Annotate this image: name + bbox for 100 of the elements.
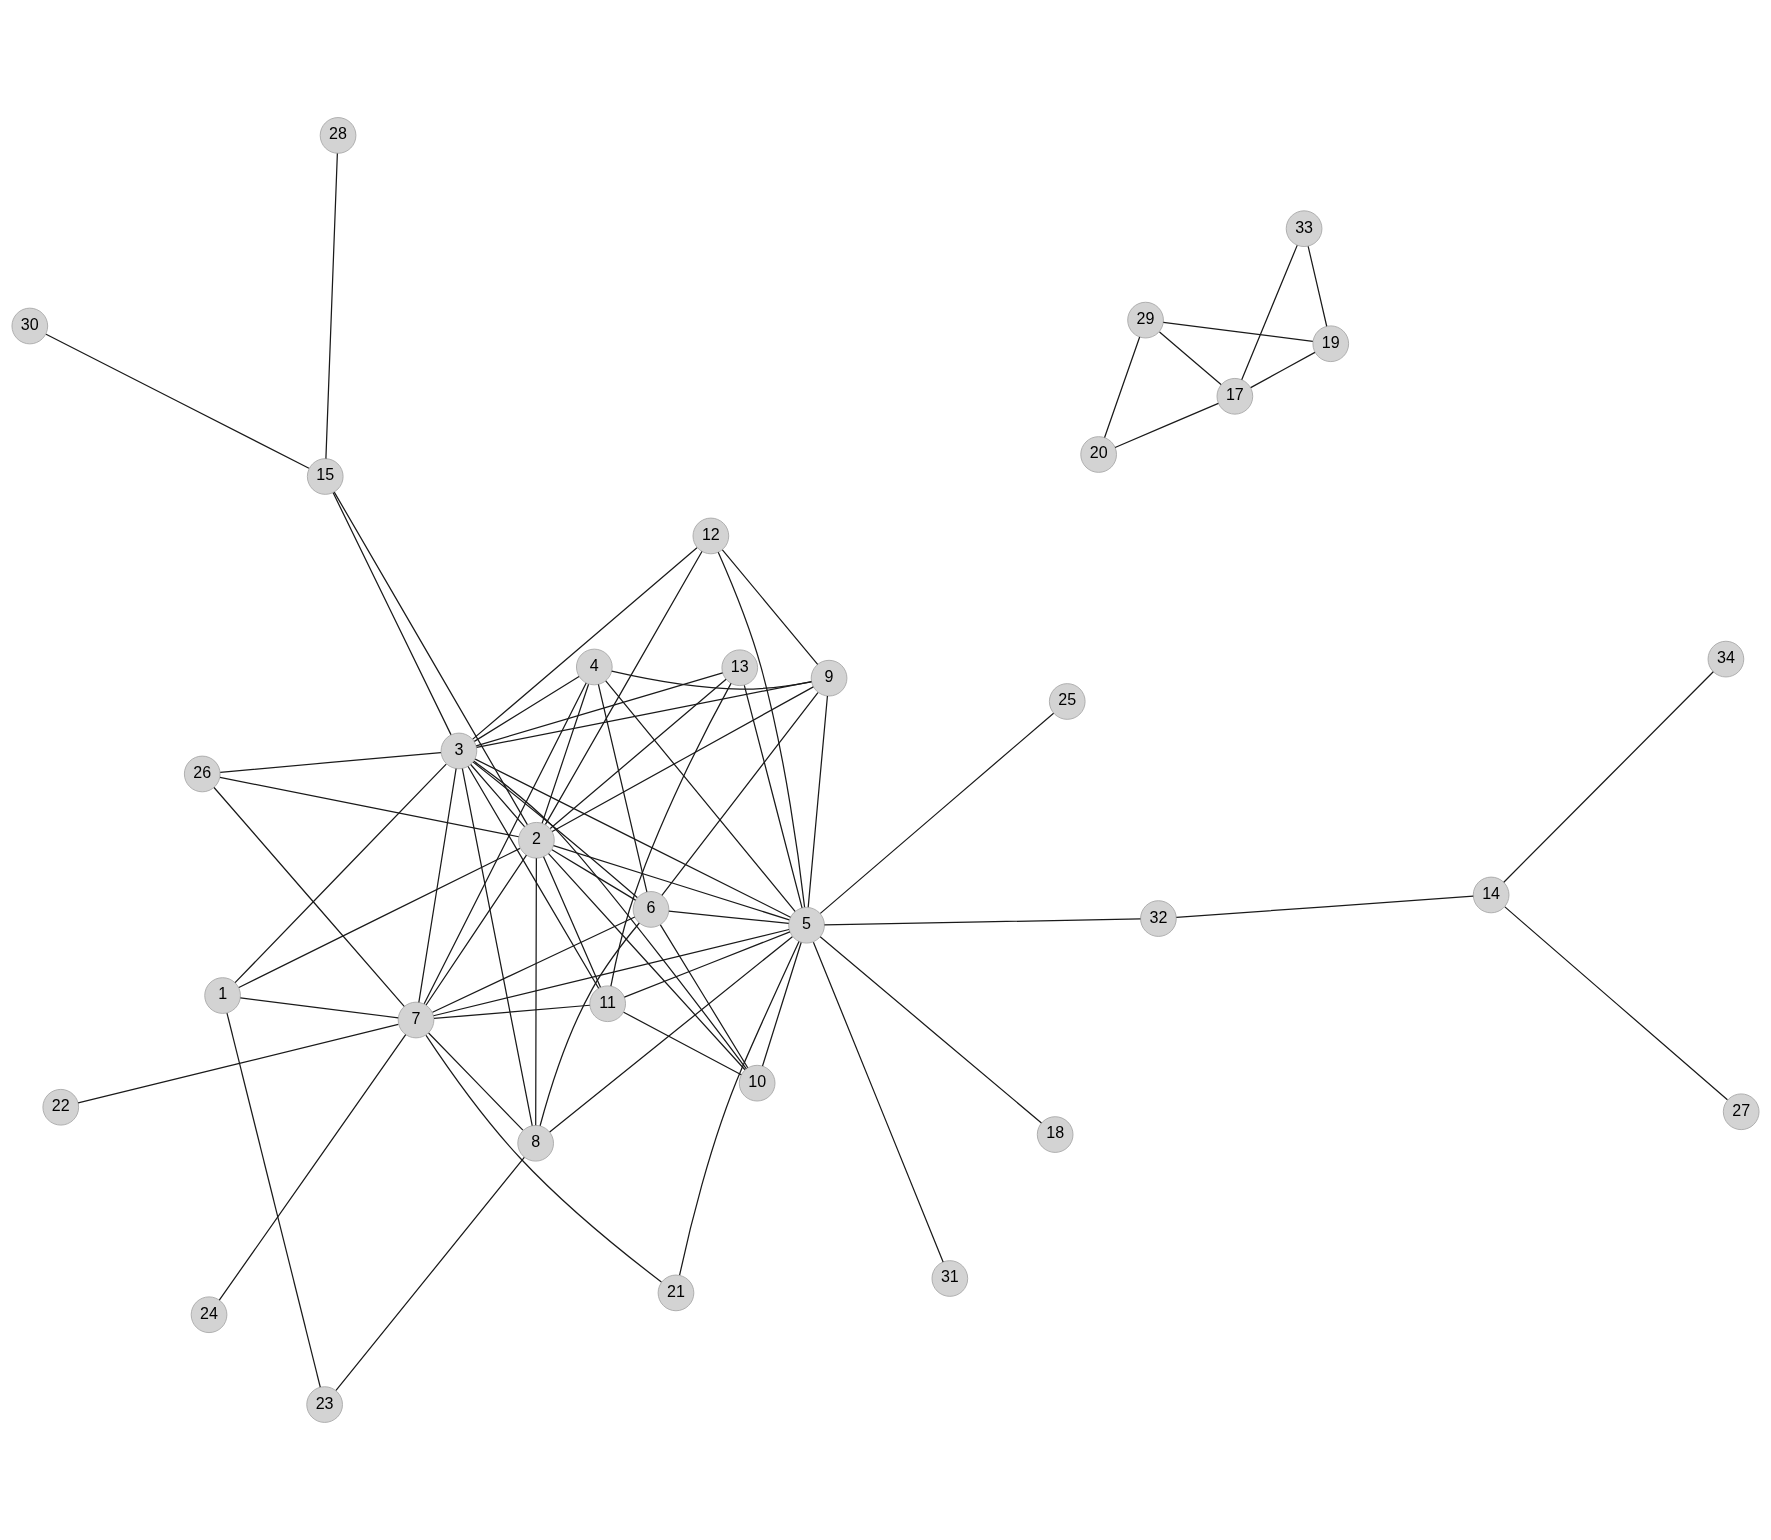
connector [238, 847, 521, 989]
node-circle: 21 [657, 1274, 695, 1312]
node-circle: 19 [1312, 325, 1350, 363]
connector [717, 551, 806, 908]
connector [812, 941, 944, 1263]
node-circle: 2 [518, 821, 555, 859]
connector [552, 845, 790, 921]
connector [427, 1032, 524, 1131]
connector [551, 686, 814, 833]
node-circle: 26 [183, 755, 221, 793]
node-circle: 1 [204, 977, 241, 1014]
connector [611, 670, 812, 690]
connector [544, 550, 703, 826]
connector [819, 712, 1055, 914]
connector [549, 678, 727, 830]
connector [473, 675, 580, 742]
connector [547, 853, 746, 1071]
node-circle: 8 [517, 1124, 554, 1162]
connector [549, 936, 793, 1133]
node-circle: 22 [42, 1088, 80, 1126]
connector [234, 763, 447, 984]
connector [332, 492, 452, 736]
node-circle: 30 [11, 307, 49, 345]
node-circle: 20 [1080, 436, 1117, 473]
connector [1250, 351, 1316, 389]
connector [1503, 671, 1714, 883]
connector [661, 692, 819, 896]
node-circle: 24 [190, 1296, 228, 1334]
connector [433, 1004, 591, 1020]
node-circle: 25 [1048, 683, 1086, 720]
connector [425, 854, 528, 1006]
connector [535, 857, 537, 1126]
node-circle: 23 [306, 1386, 343, 1423]
connector [335, 1156, 525, 1392]
connector [659, 924, 749, 1069]
connector [1241, 244, 1298, 381]
connector [333, 491, 528, 826]
connector [761, 941, 802, 1067]
connector [743, 684, 803, 909]
connector [1307, 245, 1328, 327]
node-circle: 11 [589, 985, 626, 1023]
connector [218, 1034, 407, 1301]
connector [597, 683, 648, 893]
connector [473, 760, 747, 1070]
connector [679, 940, 800, 1276]
connector [542, 856, 602, 988]
connector [610, 682, 732, 987]
connector [461, 767, 533, 1127]
node-circle: 3 [440, 732, 478, 770]
connector [470, 763, 526, 828]
connector [213, 786, 405, 1008]
connector [431, 916, 636, 1013]
connector [476, 681, 813, 749]
connector [823, 918, 1142, 926]
connector [1175, 895, 1474, 918]
node-circle: 15 [306, 458, 344, 495]
node-circle: 31 [931, 1260, 969, 1297]
connector [1162, 321, 1314, 343]
node-circle: 27 [1722, 1093, 1760, 1131]
connector [432, 928, 790, 1017]
connector [623, 1011, 742, 1076]
connector [425, 1034, 662, 1283]
connector [418, 768, 457, 1003]
node-circle: 18 [1036, 1116, 1074, 1153]
connector [605, 680, 796, 912]
connector [226, 1012, 321, 1388]
connector [472, 761, 638, 899]
connector [1103, 336, 1141, 439]
connector [1158, 331, 1222, 386]
connector [721, 549, 819, 666]
connector [1504, 906, 1728, 1101]
connector [807, 695, 829, 908]
node-circle: 13 [721, 649, 759, 687]
node-circle: 34 [1707, 640, 1745, 678]
node-circle: 12 [692, 517, 730, 555]
node-circle: 6 [632, 891, 670, 928]
node-circle: 32 [1140, 900, 1177, 937]
node-circle: 17 [1216, 378, 1254, 415]
node-circle: 9 [810, 659, 848, 697]
connector [819, 936, 1043, 1124]
connector [45, 333, 310, 469]
connector [239, 997, 399, 1019]
connector [77, 1023, 399, 1104]
node-circle: 7 [397, 1001, 435, 1039]
connector [668, 910, 790, 925]
node-circle: 10 [738, 1064, 776, 1102]
node-circle: 29 [1127, 301, 1164, 339]
connector [219, 751, 442, 773]
connector [623, 931, 791, 998]
node-circle: 14 [1472, 876, 1510, 914]
connector [325, 152, 338, 460]
node-circle: 4 [576, 648, 613, 686]
node-circle: 28 [319, 117, 357, 154]
node-circle: 5 [788, 906, 825, 944]
connector [541, 683, 590, 824]
connector [539, 922, 640, 1127]
connector [474, 758, 792, 918]
connector [219, 776, 520, 838]
connector [1114, 402, 1219, 449]
connector [475, 672, 724, 747]
